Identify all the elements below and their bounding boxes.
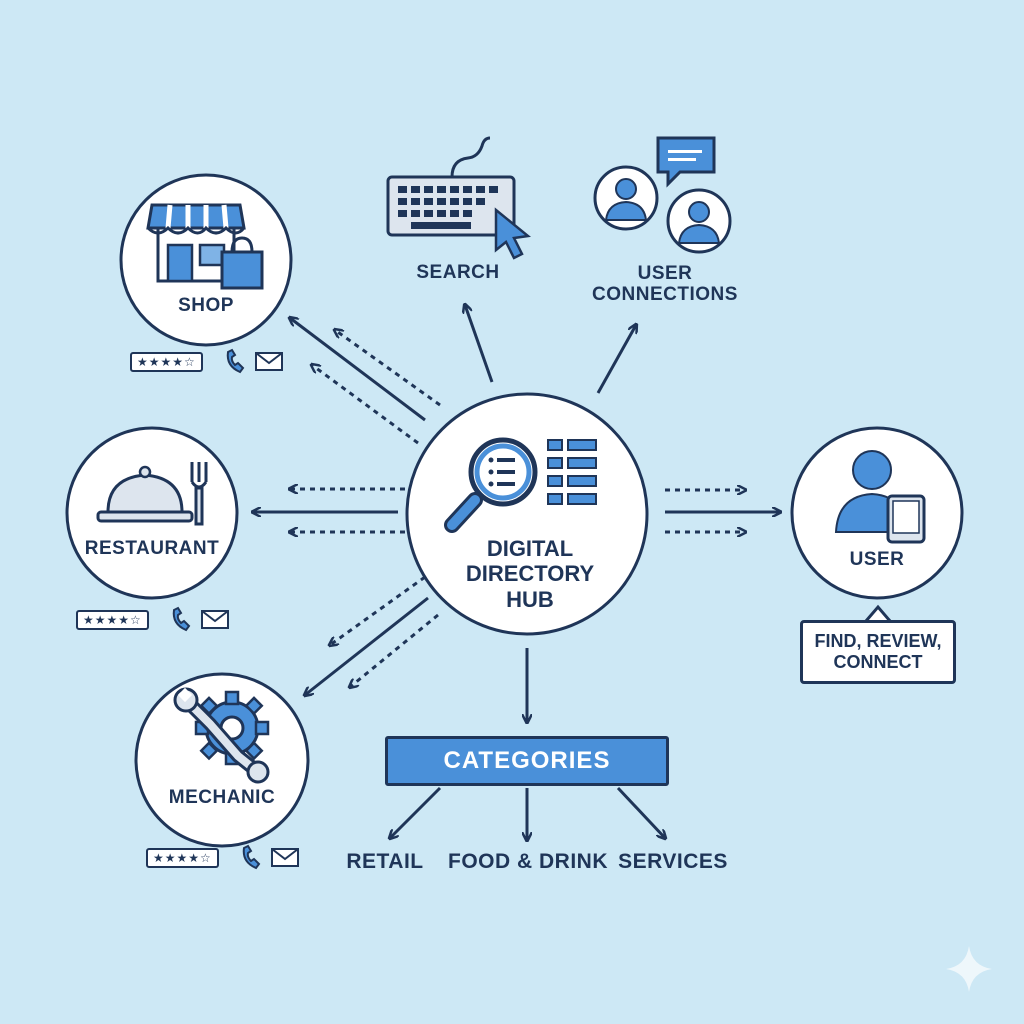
bubble-line2: CONNECT (833, 652, 923, 672)
arrow-categories-to-services (616, 786, 665, 838)
restaurant-contact-icons (172, 606, 229, 632)
category-food-drink: FOOD & DRINK (448, 850, 608, 873)
fork-icon (190, 462, 208, 526)
arrow-hub-to-mechanic (305, 596, 429, 695)
list-icon (547, 439, 597, 505)
arrow-hub-to-shop-dashed-2 (312, 365, 419, 445)
shop-contact-icons (226, 348, 283, 374)
categories-box: CATEGORIES (385, 736, 669, 786)
search-label: SEARCH (416, 262, 500, 283)
bubble-line1: FIND, REVIEW, (814, 631, 942, 652)
mechanic-stars: ★★★★☆ (146, 848, 219, 868)
user-connections-label: USER CONNECTIONS (590, 263, 740, 306)
mail-icon (271, 848, 299, 867)
user-connections-line2: CONNECTIONS (592, 283, 738, 305)
hub-title-line1: DIGITAL (486, 536, 574, 561)
hub-title-line2: DIRECTORY (465, 561, 595, 587)
person-icon-right (666, 188, 732, 254)
mail-icon (201, 610, 229, 629)
person-icon-left (593, 165, 659, 231)
arrow-hub-to-mechanic-dashed-2 (350, 613, 439, 687)
restaurant-rating: ★★★★☆ (76, 610, 149, 630)
restaurant-label: RESTAURANT (84, 538, 220, 559)
hub-title-line3: HUB (506, 586, 554, 612)
category-services: SERVICES (618, 850, 728, 873)
restaurant-stars: ★★★★☆ (76, 610, 149, 630)
mechanic-label: MECHANIC (168, 787, 276, 808)
find-review-connect-bubble: FIND, REVIEW, CONNECT (800, 620, 956, 684)
arrow-hub-to-shop (290, 318, 426, 422)
mechanic-rating: ★★★★☆ (146, 848, 219, 868)
mail-icon (255, 352, 283, 371)
mechanic-contact-icons (242, 844, 299, 870)
sparkle-icon (946, 946, 992, 992)
shop-rating: ★★★★☆ (130, 352, 203, 372)
phone-icon (172, 606, 191, 632)
keyboard-icon (386, 136, 516, 237)
mechanic-node (134, 672, 310, 848)
connector-arrows (253, 305, 780, 840)
arrow-hub-to-search (465, 305, 494, 383)
arrow-categories-to-retail (390, 786, 442, 838)
arrow-hub-to-connections (596, 325, 636, 394)
shop-label: SHOP (178, 295, 234, 316)
arrow-hub-to-shop-dashed-1 (335, 330, 441, 407)
user-label: USER (849, 549, 905, 570)
cloche-icon (96, 465, 194, 523)
wrench-icon (173, 687, 270, 784)
category-retail: RETAIL (346, 850, 424, 873)
shopping-bag-icon (220, 236, 264, 290)
hub-node (405, 392, 649, 636)
hub-title: DIGITAL DIRECTORY HUB (412, 536, 648, 612)
chat-bubble-icon (656, 136, 716, 188)
cursor-icon (494, 207, 532, 260)
phone-icon (242, 844, 261, 870)
magnifier-icon (444, 437, 538, 533)
shop-stars: ★★★★☆ (130, 352, 203, 372)
tablet-icon (886, 494, 926, 544)
user-connections-line1: USER (637, 263, 693, 284)
bubble-tail (864, 604, 892, 622)
phone-icon (226, 348, 245, 374)
